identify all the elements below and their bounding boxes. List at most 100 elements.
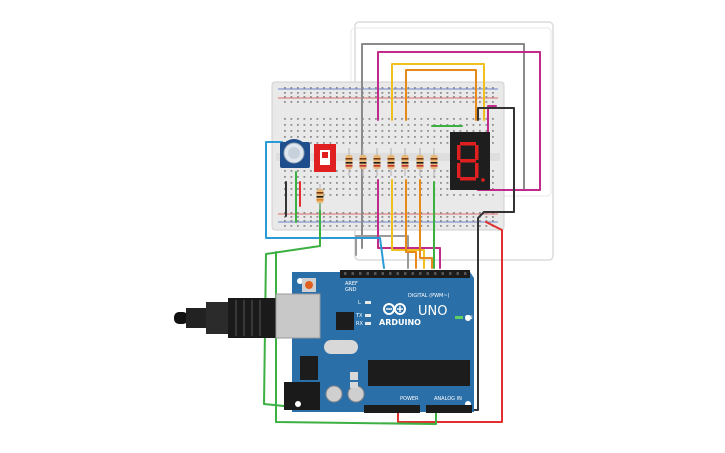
breadboard-hole xyxy=(440,212,442,214)
breadboard-hole xyxy=(342,96,345,98)
breadboard-hole xyxy=(407,170,410,172)
resistor-icon xyxy=(359,148,367,176)
breadboard-hole xyxy=(433,96,436,98)
breadboard-hole xyxy=(427,212,429,214)
breadboard-hole xyxy=(368,118,371,120)
breadboard-hole xyxy=(472,130,475,132)
breadboard-hole xyxy=(492,118,494,120)
header-pin xyxy=(456,272,459,275)
breadboard-hole xyxy=(388,170,390,172)
wire-orange-1 xyxy=(405,69,477,121)
breadboard-hole xyxy=(310,212,312,214)
breadboard-hole xyxy=(459,92,462,94)
breadboard-hole xyxy=(368,212,371,214)
breadboard-hole xyxy=(440,87,442,89)
breadboard-hole xyxy=(401,87,403,89)
breadboard-hole xyxy=(323,176,325,178)
breadboard-hole xyxy=(349,225,351,227)
power-header xyxy=(364,405,420,413)
breadboard-hole xyxy=(414,101,416,103)
breadboard-hole xyxy=(336,212,338,214)
breadboard-hole xyxy=(420,124,423,126)
breadboard-hole xyxy=(479,220,481,222)
model-label: UNO xyxy=(418,304,447,319)
breadboard-hole xyxy=(342,220,345,222)
breadboard-hole xyxy=(297,225,299,227)
header-pin xyxy=(396,272,399,275)
breadboard-hole xyxy=(440,118,442,120)
breadboard-hole xyxy=(297,87,299,89)
breadboard-hole xyxy=(342,118,345,120)
usb-controller-chip xyxy=(336,312,354,330)
breadboard-hole xyxy=(303,101,306,103)
breadboard-hole xyxy=(394,142,397,144)
breadboard-hole xyxy=(381,220,384,222)
breadboard-hole xyxy=(466,96,468,98)
breadboard-hole xyxy=(446,142,449,144)
breadboard-hole xyxy=(310,124,312,126)
breadboard-hole xyxy=(401,118,403,120)
breadboard-hole xyxy=(388,220,390,222)
breadboard-hole xyxy=(401,182,403,184)
breadboard-hole xyxy=(310,142,312,144)
breadboard-hole xyxy=(316,101,319,103)
breadboard-hole xyxy=(446,87,449,89)
header-pin xyxy=(449,272,452,275)
breadboard-hole xyxy=(336,170,338,172)
breadboard-hole xyxy=(329,87,332,89)
breadboard-hole xyxy=(310,96,312,98)
breadboard-hole xyxy=(440,170,442,172)
breadboard-hole xyxy=(492,87,494,89)
breadboard-hole xyxy=(323,225,325,227)
breadboard-hole xyxy=(446,220,449,222)
breadboard-hole xyxy=(329,136,332,138)
breadboard-hole xyxy=(440,176,442,178)
breadboard-hole xyxy=(394,188,397,190)
breadboard-hole xyxy=(485,92,488,94)
breadboard-hole xyxy=(349,216,351,218)
breadboard-hole xyxy=(368,96,371,98)
breadboard-hole xyxy=(368,87,371,89)
breadboard-hole xyxy=(401,124,403,126)
breadboard-hole xyxy=(310,220,312,222)
breadboard-hole xyxy=(381,216,384,218)
breadboard-hole xyxy=(342,188,345,190)
breadboard-hole xyxy=(459,87,462,89)
breadboard-hole xyxy=(368,182,371,184)
breadboard-hole xyxy=(329,220,332,222)
breadboard-hole xyxy=(303,194,306,196)
breadboard-hole xyxy=(420,188,423,190)
breadboard-hole xyxy=(323,220,325,222)
breadboard-hole xyxy=(323,124,325,126)
breadboard-hole xyxy=(414,176,416,178)
breadboard-hole xyxy=(342,142,345,144)
breadboard-hole xyxy=(388,96,390,98)
breadboard-hole xyxy=(414,142,416,144)
breadboard-hole xyxy=(401,216,403,218)
breadboard-hole xyxy=(297,96,299,98)
digital-header-pins xyxy=(344,272,467,275)
breadboard-hole xyxy=(466,118,468,120)
breadboard-hole xyxy=(414,194,416,196)
breadboard-hole xyxy=(368,220,371,222)
breadboard-hole xyxy=(479,225,481,227)
breadboard-hole xyxy=(420,101,423,103)
breadboard-hole xyxy=(466,194,468,196)
breadboard-hole xyxy=(453,87,455,89)
breadboard-hole xyxy=(284,118,286,120)
breadboard-hole xyxy=(492,92,494,94)
breadboard-hole xyxy=(316,130,319,132)
breadboard-hole xyxy=(284,220,286,222)
breadboard-hole xyxy=(453,130,455,132)
breadboard-hole xyxy=(459,212,462,214)
breadboard-hole xyxy=(492,176,494,178)
breadboard-hole xyxy=(349,176,351,178)
breadboard-hole xyxy=(375,176,377,178)
breadboard-hole xyxy=(297,176,299,178)
breadboard-hole xyxy=(394,194,397,196)
breadboard-hole xyxy=(394,118,397,120)
breadboard-hole xyxy=(297,182,299,184)
wire-red-2 xyxy=(397,221,503,423)
breadboard-hole xyxy=(407,225,410,227)
